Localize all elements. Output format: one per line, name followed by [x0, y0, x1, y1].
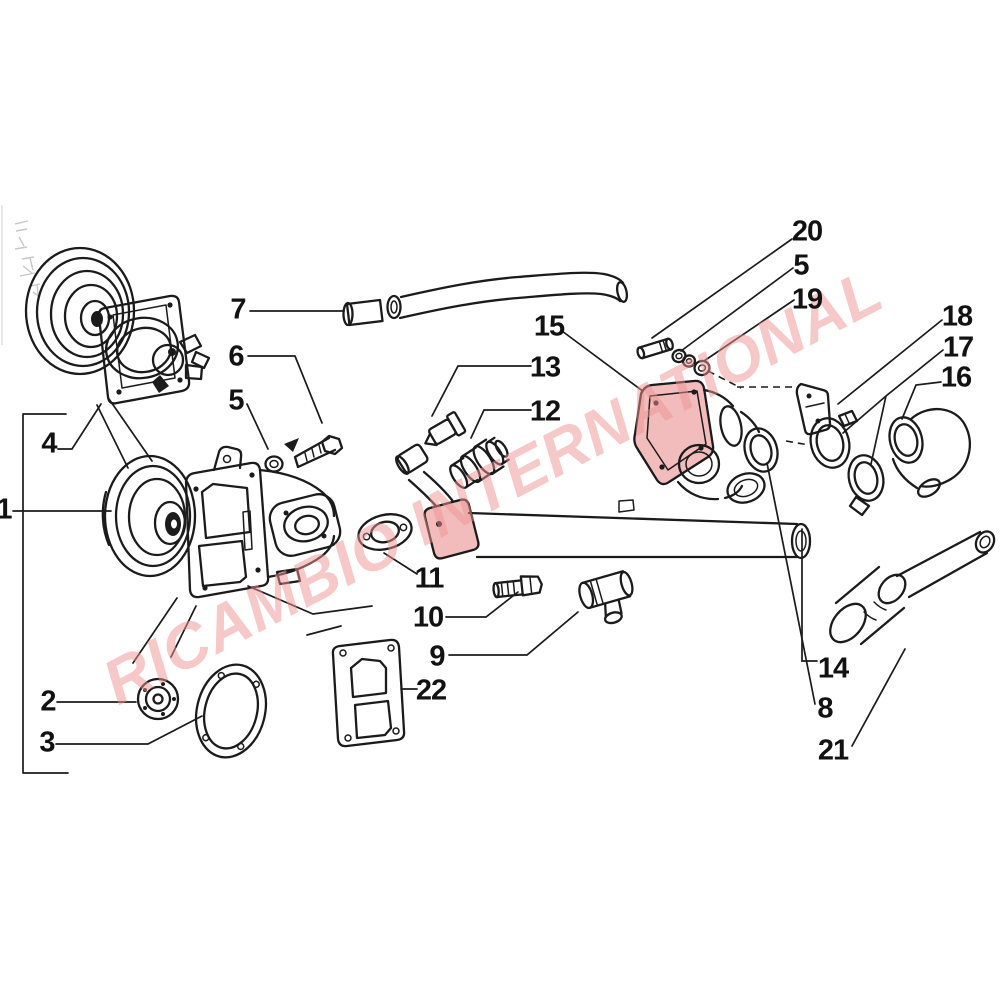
nut-19-drawing — [693, 359, 711, 377]
union-fitting-9-drawing — [578, 570, 634, 625]
callout-2: 2 — [40, 685, 56, 718]
callout-3: 3 — [39, 726, 55, 759]
callout-21: 21 — [817, 734, 849, 767]
temp-sender-13-drawing — [424, 411, 467, 447]
callout-5-20: 5 — [793, 249, 809, 282]
water-pump-4-drawing — [24, 246, 211, 405]
leader-lines — [12, 238, 944, 774]
callout-13: 13 — [529, 351, 561, 384]
callout-12: 12 — [529, 395, 561, 428]
callout-20: 20 — [791, 215, 823, 248]
callout-6: 6 — [228, 340, 244, 373]
bracket-18-drawing — [795, 382, 832, 436]
gasket-3-drawing — [194, 663, 268, 759]
hose-clamp-17b-drawing — [847, 454, 885, 517]
washer-5-drawing — [264, 455, 284, 473]
callout-16: 16 — [940, 361, 972, 394]
callout-11: 11 — [414, 562, 445, 595]
callout-10: 10 — [412, 601, 444, 634]
callout-5-4: 5 — [228, 384, 244, 417]
gasket-11-drawing — [357, 513, 413, 551]
callout-7: 7 — [230, 293, 246, 326]
impeller-2-drawing — [136, 677, 180, 721]
hose-clamp-17a-drawing — [809, 409, 859, 469]
water-pipe-8-drawing — [423, 498, 812, 560]
callout-4: 4 — [41, 427, 57, 460]
washer-nut-5b-drawing — [671, 348, 697, 368]
alignment-guide-lines — [96, 370, 810, 664]
outlet-pipe-21-drawing — [829, 530, 996, 646]
callout-19: 19 — [791, 283, 823, 316]
callout-1: 1 — [0, 493, 13, 526]
callout-17: 17 — [942, 331, 974, 364]
water-pump-1-drawing — [101, 445, 342, 599]
callout-14: 14 — [817, 652, 849, 685]
thermostat-housing-15-drawing — [633, 379, 779, 504]
bolt-6-drawing — [284, 434, 344, 469]
gasket-22-drawing — [331, 638, 406, 748]
callout-8: 8 — [817, 692, 833, 725]
callout-22: 22 — [415, 674, 447, 707]
elbow-hose-16-drawing — [888, 407, 971, 498]
callout-15: 15 — [533, 310, 565, 343]
callout-18: 18 — [941, 300, 973, 333]
bolt-10-drawing — [492, 575, 543, 599]
sensor-12-drawing — [449, 436, 510, 489]
stud-20-drawing — [636, 337, 674, 360]
hose-7-drawing — [342, 271, 629, 327]
callout-9: 9 — [429, 640, 445, 673]
